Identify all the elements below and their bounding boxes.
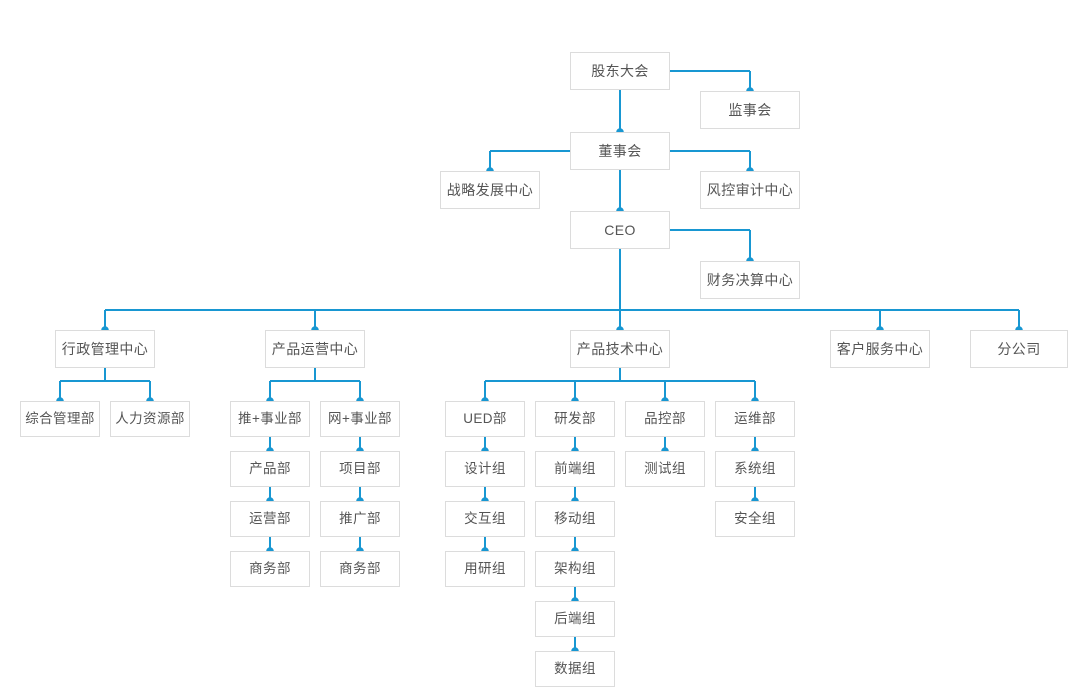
org-node-label: 综合管理部 [25, 411, 95, 427]
org-node-label: 前端组 [554, 461, 596, 477]
org-node-label: 商务部 [339, 561, 381, 577]
org-node-label: 移动组 [554, 511, 596, 527]
org-node[interactable]: 行政管理中心 [55, 330, 155, 368]
org-node[interactable]: 架构组 [535, 551, 615, 587]
org-node-label: 人力资源部 [115, 411, 185, 427]
org-node[interactable]: 战略发展中心 [440, 171, 540, 209]
org-node[interactable]: 产品运营中心 [265, 330, 365, 368]
org-node-label: 股东大会 [591, 63, 649, 79]
org-node[interactable]: 交互组 [445, 501, 525, 537]
org-node-label: 监事会 [728, 102, 772, 118]
org-node[interactable]: 产品部 [230, 451, 310, 487]
org-node-label: 设计组 [464, 461, 506, 477]
org-node[interactable]: 研发部 [535, 401, 615, 437]
org-node[interactable]: CEO [570, 211, 670, 249]
org-node[interactable]: 安全组 [715, 501, 795, 537]
org-node[interactable]: 推广部 [320, 501, 400, 537]
org-node-label: 架构组 [554, 561, 596, 577]
org-node-label: 测试组 [644, 461, 686, 477]
org-node-label: CEO [604, 222, 636, 238]
org-node-label: 品控部 [644, 411, 686, 427]
org-node-label: 商务部 [249, 561, 291, 577]
org-node[interactable]: 人力资源部 [110, 401, 190, 437]
org-node[interactable]: 后端组 [535, 601, 615, 637]
org-node-label: 产品运营中心 [271, 341, 359, 357]
org-node[interactable]: 运维部 [715, 401, 795, 437]
org-node[interactable]: 运营部 [230, 501, 310, 537]
org-node[interactable]: 网+事业部 [320, 401, 400, 437]
org-node[interactable]: 监事会 [700, 91, 800, 129]
org-node[interactable]: 移动组 [535, 501, 615, 537]
org-node[interactable]: 系统组 [715, 451, 795, 487]
org-node-label: 网+事业部 [328, 411, 392, 427]
org-node[interactable]: 产品技术中心 [570, 330, 670, 368]
org-node-label: 运营部 [249, 511, 291, 527]
org-node-label: 交互组 [464, 511, 506, 527]
org-node-label: 安全组 [734, 511, 776, 527]
org-node-label: 财务决算中心 [706, 272, 794, 288]
org-node-label: 风控审计中心 [706, 182, 794, 198]
org-node-label: 产品技术中心 [576, 341, 664, 357]
org-node[interactable]: 项目部 [320, 451, 400, 487]
org-node-label: 战略发展中心 [446, 182, 534, 198]
org-node[interactable]: 品控部 [625, 401, 705, 437]
org-node[interactable]: 风控审计中心 [700, 171, 800, 209]
org-node[interactable]: UED部 [445, 401, 525, 437]
org-node-label: 产品部 [249, 461, 291, 477]
org-node-label: 用研组 [464, 561, 506, 577]
org-node[interactable]: 商务部 [320, 551, 400, 587]
org-node[interactable]: 客户服务中心 [830, 330, 930, 368]
org-node-label: 分公司 [997, 341, 1041, 357]
org-node[interactable]: 董事会 [570, 132, 670, 170]
org-node[interactable]: 数据组 [535, 651, 615, 687]
org-node[interactable]: 推+事业部 [230, 401, 310, 437]
org-node-label: 客户服务中心 [836, 341, 924, 357]
org-node[interactable]: 前端组 [535, 451, 615, 487]
org-node-label: 董事会 [598, 143, 642, 159]
org-node-label: 推广部 [339, 511, 381, 527]
org-node-label: 数据组 [554, 661, 596, 677]
org-node[interactable]: 测试组 [625, 451, 705, 487]
org-node[interactable]: 设计组 [445, 451, 525, 487]
org-node-label: 后端组 [554, 611, 596, 627]
org-node[interactable]: 股东大会 [570, 52, 670, 90]
org-node-label: 推+事业部 [238, 411, 302, 427]
org-node-label: 系统组 [734, 461, 776, 477]
org-node[interactable]: 用研组 [445, 551, 525, 587]
org-node[interactable]: 商务部 [230, 551, 310, 587]
org-node-label: 运维部 [734, 411, 776, 427]
org-node[interactable]: 分公司 [970, 330, 1068, 368]
org-node[interactable]: 财务决算中心 [700, 261, 800, 299]
org-node-label: UED部 [463, 411, 507, 427]
org-node[interactable]: 综合管理部 [20, 401, 100, 437]
org-node-label: 行政管理中心 [61, 341, 149, 357]
org-node-label: 项目部 [339, 461, 381, 477]
org-node-label: 研发部 [554, 411, 596, 427]
